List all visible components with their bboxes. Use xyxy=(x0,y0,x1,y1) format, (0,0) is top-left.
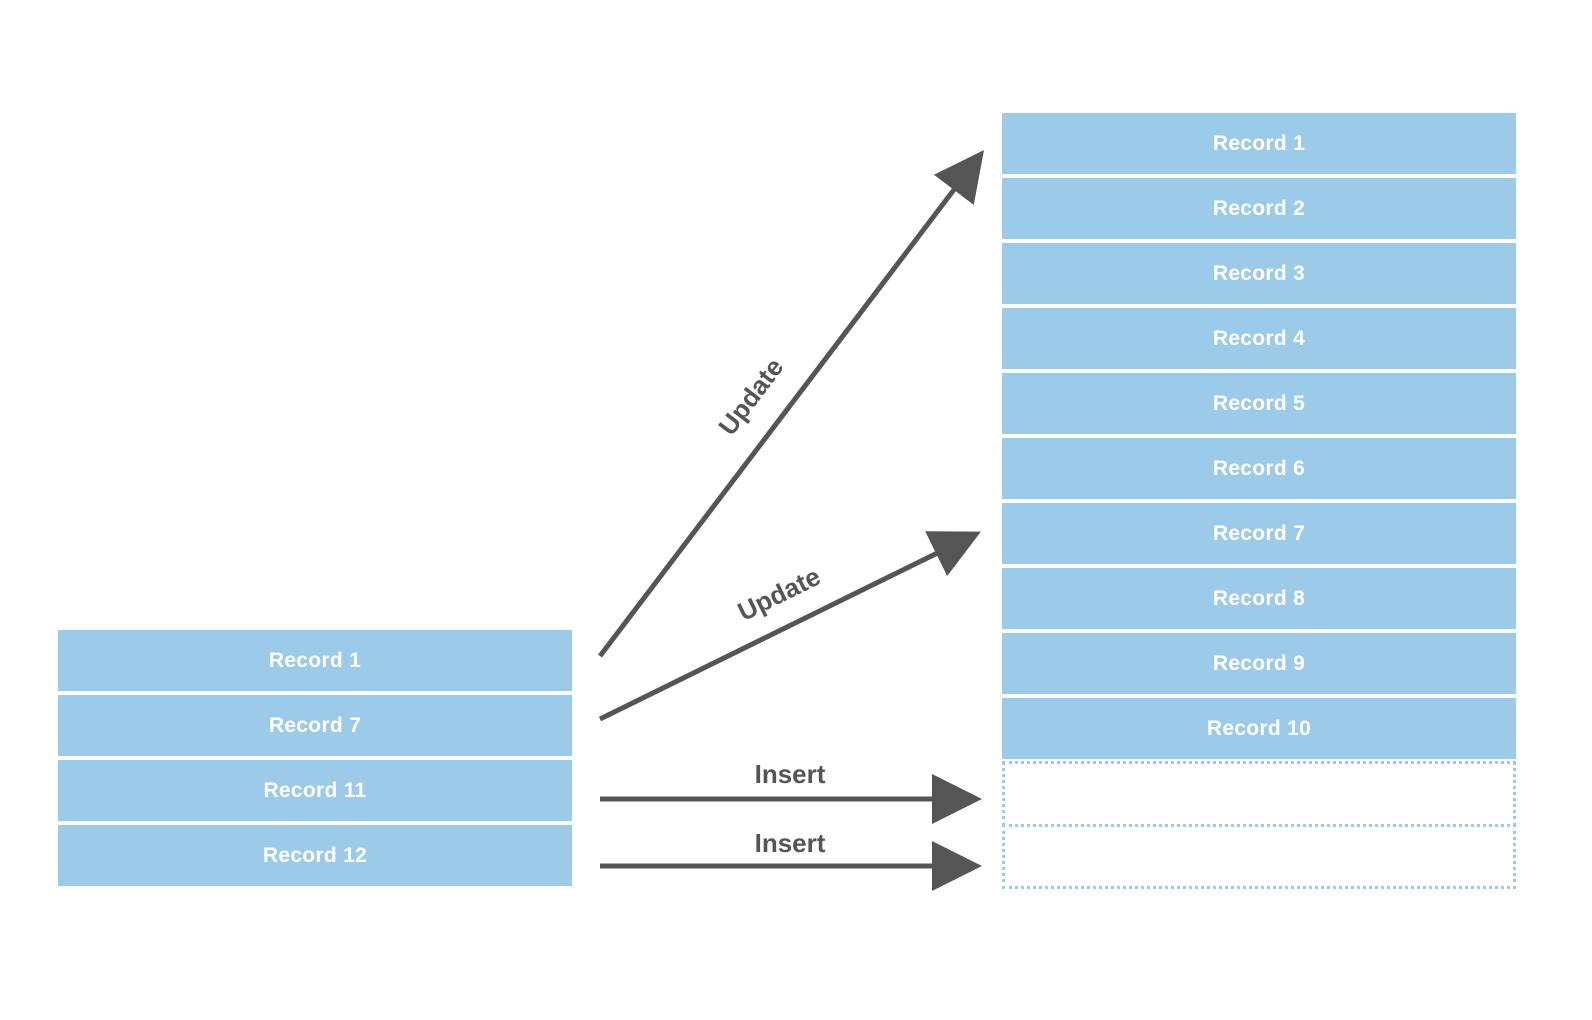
source-record: Record 1 xyxy=(58,630,572,691)
insert-label: Insert xyxy=(755,828,826,858)
source-record: Record 7 xyxy=(58,695,572,756)
target-record: Record 8 xyxy=(1002,568,1516,629)
target-record: Record 5 xyxy=(1002,373,1516,434)
target-record: Record 4 xyxy=(1002,308,1516,369)
target-record: Record 1 xyxy=(1002,113,1516,174)
target-record: Record 9 xyxy=(1002,633,1516,694)
update-arrow xyxy=(598,531,981,722)
empty-insert-slot xyxy=(1002,824,1516,889)
target-record: Record 7 xyxy=(1002,503,1516,564)
target-record: Record 10 xyxy=(1002,698,1516,759)
target-record: Record 6 xyxy=(1002,438,1516,499)
update-label: Update xyxy=(712,352,789,440)
insert-label: Insert xyxy=(755,759,826,789)
source-records-stack: Record 1 Record 7 Record 11 Record 12 xyxy=(58,630,572,886)
target-records-stack: Record 1 Record 2 Record 3 Record 4 Reco… xyxy=(1002,113,1516,889)
target-record: Record 2 xyxy=(1002,178,1516,239)
update-arrow xyxy=(598,150,985,658)
target-record: Record 3 xyxy=(1002,243,1516,304)
source-record: Record 12 xyxy=(58,825,572,886)
source-record: Record 11 xyxy=(58,760,572,821)
